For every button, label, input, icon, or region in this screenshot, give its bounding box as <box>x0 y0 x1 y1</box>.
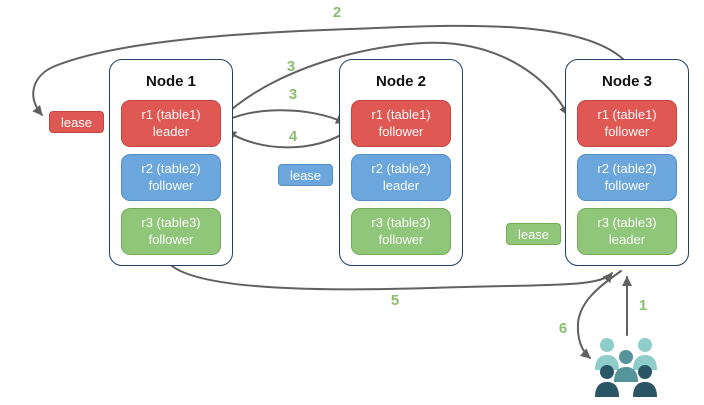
replica-role: leader <box>608 231 646 247</box>
node-1-replica-r2: r2 (table2) follower <box>121 154 221 201</box>
step-label-1: 1 <box>638 297 648 314</box>
replica-name: r3 (table3) <box>371 215 431 231</box>
lease-tag-table2: lease <box>278 164 333 186</box>
arrow-step4-node2-to-leader <box>226 129 350 149</box>
replica-role: follower <box>148 231 194 247</box>
node-1: Node 1 r1 (table1) leader r2 (table2) fo… <box>109 59 233 266</box>
users-icon <box>595 338 657 397</box>
node-2-replica-r2: r2 (table2) leader <box>351 154 451 201</box>
node-2-title: Node 2 <box>375 73 426 90</box>
node-3-replica-r2: r2 (table2) follower <box>577 154 677 201</box>
replica-role: follower <box>148 177 194 193</box>
replica-name: r1 (table1) <box>371 107 431 123</box>
replica-role: follower <box>604 177 650 193</box>
node-2-replica-r3: r3 (table3) follower <box>351 208 451 255</box>
arrow-step6-node3-to-users <box>576 270 622 359</box>
arrow-step3-leader-to-node2 <box>221 109 346 124</box>
step-label-2: 2 <box>332 4 342 21</box>
replica-name: r1 (table1) <box>597 107 657 123</box>
arrow-step3-leader-to-node3 <box>221 41 569 119</box>
arrow-step5-node1-to-node3 <box>171 265 613 291</box>
node-1-replica-r1: r1 (table1) leader <box>121 100 221 147</box>
replica-role: follower <box>604 123 650 139</box>
replica-name: r2 (table2) <box>371 161 431 177</box>
node-3: Node 3 r1 (table1) follower r2 (table2) … <box>565 59 689 266</box>
node-2-replica-r1: r1 (table1) follower <box>351 100 451 147</box>
lease-tag-table3: lease <box>506 223 561 245</box>
node-1-title: Node 1 <box>145 73 196 90</box>
replica-name: r3 (table3) <box>141 215 201 231</box>
step-label-5: 5 <box>390 292 400 309</box>
node-3-replica-r1: r1 (table1) follower <box>577 100 677 147</box>
node-2: Node 2 r1 (table1) follower r2 (table2) … <box>339 59 463 266</box>
step-label-4: 4 <box>288 128 298 145</box>
replica-name: r3 (table3) <box>597 215 657 231</box>
step-label-3-to-node3: 3 <box>286 58 296 75</box>
node-3-title: Node 3 <box>601 73 652 90</box>
replica-name: r2 (table2) <box>141 161 201 177</box>
replica-name: r2 (table2) <box>597 161 657 177</box>
node-3-replica-r3: r3 (table3) leader <box>577 208 677 255</box>
lease-tag-table1: lease <box>49 111 104 133</box>
replica-role: leader <box>382 177 420 193</box>
arrow-step2-node3-to-lease1 <box>32 24 624 116</box>
step-label-3-to-node2: 3 <box>288 86 298 103</box>
node-1-replica-r3: r3 (table3) follower <box>121 208 221 255</box>
replica-role: follower <box>378 123 424 139</box>
step-label-6: 6 <box>558 320 568 337</box>
replica-name: r1 (table1) <box>141 107 201 123</box>
replica-role: leader <box>152 123 190 139</box>
replica-role: follower <box>378 231 424 247</box>
